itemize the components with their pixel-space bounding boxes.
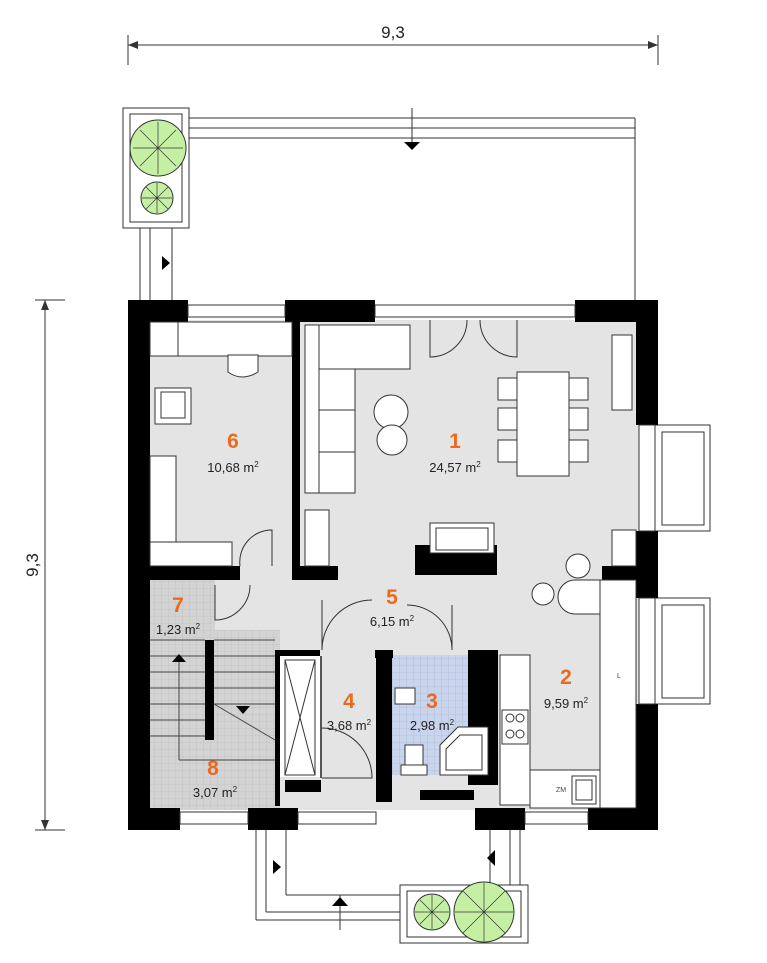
plant-bottom-small xyxy=(413,893,451,931)
room-area-unit: 2 xyxy=(410,614,415,623)
room-number: 2 xyxy=(560,666,572,689)
desk xyxy=(149,321,293,357)
plant-top-large xyxy=(129,119,187,177)
svg-text:3,07 m2: 3,07 m2 xyxy=(193,785,238,800)
dimension-left-label: 9,3 xyxy=(23,553,42,577)
stove xyxy=(501,709,529,745)
room-label-6: 6 10,68 m2 xyxy=(207,430,259,475)
svg-text:2,98 m2: 2,98 m2 xyxy=(410,718,455,733)
terrace-arrow xyxy=(404,142,420,150)
room-number: 1 xyxy=(449,430,461,453)
room-area: 10,68 m xyxy=(207,460,254,475)
room-area-unit: 2 xyxy=(476,460,481,469)
room-label-2: 2 9,59 m2 xyxy=(544,666,589,711)
entrance-arrow-bottom xyxy=(332,897,348,906)
armchair xyxy=(154,387,192,425)
sofa xyxy=(304,324,411,494)
dining-table xyxy=(497,371,589,477)
wall-unit xyxy=(611,529,637,567)
balcony-right-upper xyxy=(654,424,711,532)
fireplace xyxy=(429,522,495,554)
terrace-top xyxy=(122,107,636,300)
desk-chair xyxy=(227,354,259,378)
room-area-unit: 2 xyxy=(254,460,259,469)
balcony-right-lower xyxy=(654,597,711,705)
kitchen-island xyxy=(531,553,603,615)
walls xyxy=(128,300,658,830)
sink xyxy=(571,775,597,805)
room-area-unit: 2 xyxy=(450,718,455,727)
entrance-arrow-left xyxy=(273,860,281,874)
room-number: 6 xyxy=(227,430,239,453)
room-area: 6,15 m xyxy=(370,614,410,629)
boiler-label: ZM xyxy=(556,787,566,794)
side-cabinet xyxy=(304,509,330,567)
dimension-left: 9,3 xyxy=(23,299,65,831)
plant-bottom-large xyxy=(453,881,515,943)
svg-text:24,57 m2: 24,57 m2 xyxy=(429,460,481,475)
room-area: 3,07 m xyxy=(193,785,233,800)
room-area-unit: 2 xyxy=(196,622,201,631)
staircase xyxy=(150,639,276,761)
svg-text:10,68 m2: 10,68 m2 xyxy=(207,460,259,475)
room-number: 4 xyxy=(343,690,355,713)
fridge-label: L xyxy=(617,673,621,680)
room-label-7: 7 1,23 m2 xyxy=(156,594,201,637)
svg-text:6,15 m2: 6,15 m2 xyxy=(370,614,415,629)
room-number: 3 xyxy=(426,690,438,713)
stair-arrow xyxy=(172,654,186,662)
room-number: 7 xyxy=(172,594,184,617)
entrance-arrow-right xyxy=(487,850,495,866)
entrance-porch xyxy=(255,830,529,944)
room-area: 2,98 m xyxy=(410,718,450,733)
bathroom-fixtures xyxy=(394,687,489,776)
svg-text:9,59 m2: 9,59 m2 xyxy=(544,696,589,711)
room-label-1: 1 24,57 m2 xyxy=(429,430,481,475)
room-number: 5 xyxy=(386,586,398,609)
dimension-top-label: 9,3 xyxy=(381,23,405,42)
room-area: 24,57 m xyxy=(429,460,476,475)
doors xyxy=(214,319,518,779)
room-label-5: 5 6,15 m2 xyxy=(370,586,415,629)
sideboard xyxy=(611,334,633,411)
terrace-side-arrow xyxy=(162,256,170,270)
room-label-8: 8 3,07 m2 xyxy=(193,757,238,800)
room-area: 9,59 m xyxy=(544,696,584,711)
coffee-table xyxy=(373,394,409,456)
room-number: 8 xyxy=(207,757,219,780)
windows xyxy=(179,304,656,825)
room-area-unit: 2 xyxy=(367,718,372,727)
wardrobe xyxy=(284,659,316,776)
plant-top-small xyxy=(140,181,174,215)
room-area: 1,23 m xyxy=(156,622,196,637)
cabinet xyxy=(149,541,233,567)
room-area: 3,68 m xyxy=(327,718,367,733)
svg-text:3,68 m2: 3,68 m2 xyxy=(327,718,372,733)
dimension-top: 9,3 xyxy=(127,23,659,65)
room-label-3: 3 2,98 m2 xyxy=(410,690,455,733)
room-area-unit: 2 xyxy=(233,785,238,794)
svg-text:1,23 m2: 1,23 m2 xyxy=(156,622,201,637)
room-label-4: 4 3,68 m2 xyxy=(327,690,372,733)
bed xyxy=(149,455,177,543)
room-area-unit: 2 xyxy=(584,696,589,705)
stair-landing-arrow xyxy=(236,706,250,714)
